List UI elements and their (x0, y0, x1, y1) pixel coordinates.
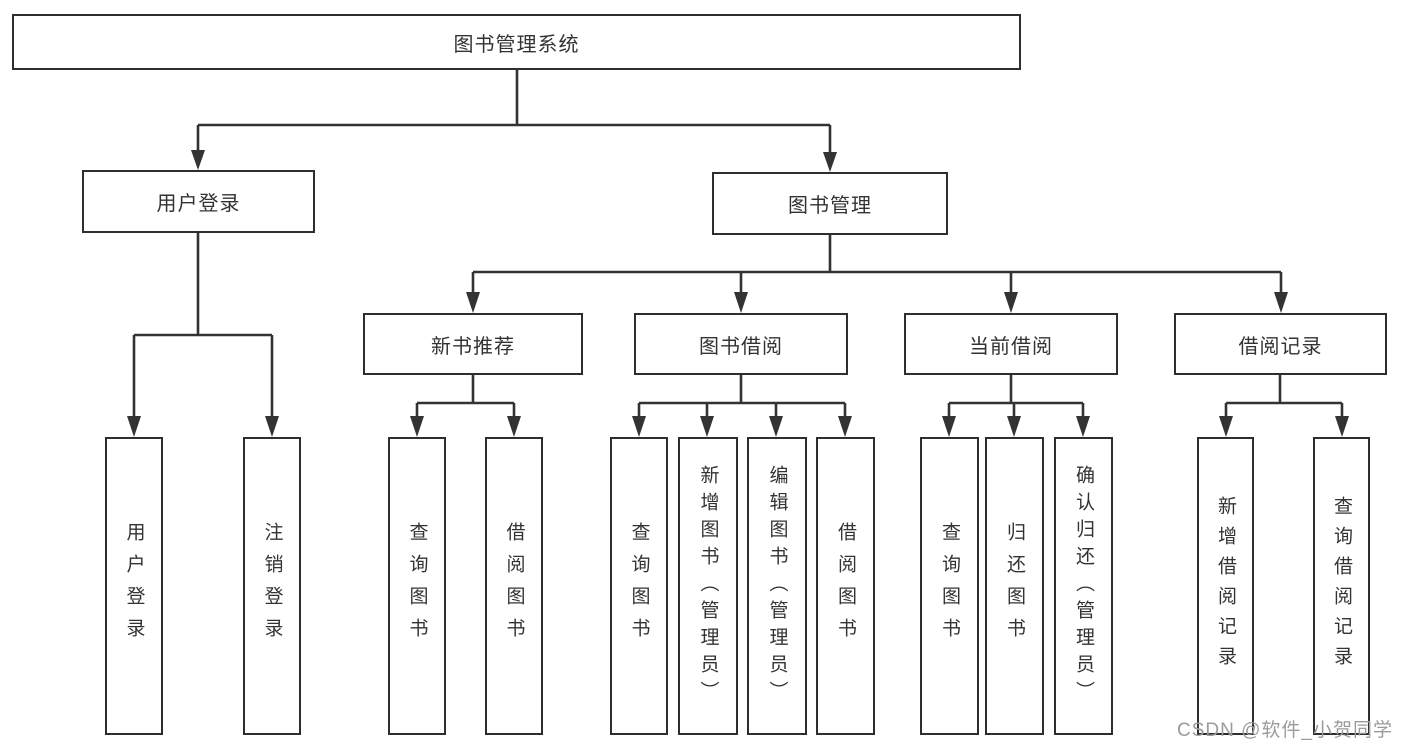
node-new-book: 新书推荐 (363, 313, 583, 375)
node-edit-book: 编辑图书（管理员） (747, 437, 807, 735)
node-current-borrow: 当前借阅 (904, 313, 1118, 375)
node-label: 借阅记录 (1238, 335, 1323, 358)
node-logout-leaf: 注销登录 (243, 437, 301, 735)
node-add-borrow-record: 新增借阅记录 (1197, 437, 1254, 735)
node-label: 确认归还（管理员） (1073, 464, 1094, 708)
node-label: 借阅图书 (835, 522, 856, 650)
node-login-leaf: 用户登录 (105, 437, 163, 735)
node-label: 用户登录 (123, 522, 145, 650)
node-confirm-return: 确认归还（管理员） (1054, 437, 1113, 735)
node-borrow-record: 借阅记录 (1174, 313, 1387, 375)
node-label: 图书管理 (788, 195, 872, 217)
node-query-book-1: 查询图书 (388, 437, 446, 735)
node-query-book-2: 查询图书 (610, 437, 668, 735)
node-return-book: 归还图书 (985, 437, 1044, 735)
node-add-book: 新增图书（管理员） (678, 437, 738, 735)
node-label: 编辑图书（管理员） (766, 464, 788, 708)
node-label: 查询图书 (628, 522, 650, 650)
node-label: 新增借阅记录 (1215, 496, 1236, 676)
node-user-login: 用户登录 (82, 170, 315, 233)
node-label: 用户登录 (156, 193, 241, 215)
node-borrow-book-2: 借阅图书 (816, 437, 875, 735)
node-label: 查询借阅记录 (1331, 496, 1352, 676)
node-book-borrow: 图书借阅 (634, 313, 848, 375)
node-label: 新增图书（管理员） (697, 464, 719, 708)
node-query-borrow-record: 查询借阅记录 (1313, 437, 1370, 735)
csdn-watermark: CSDN @软件_小贺同学 (1177, 720, 1393, 741)
node-label: 注销登录 (261, 522, 283, 650)
node-query-book-3: 查询图书 (920, 437, 979, 735)
node-label: 借阅图书 (503, 522, 525, 650)
node-root: 图书管理系统 (12, 14, 1021, 70)
node-label: 图书管理系统 (453, 33, 580, 56)
node-label: 归还图书 (1004, 522, 1025, 650)
node-label: 当前借阅 (969, 335, 1053, 358)
node-label: 图书借阅 (699, 335, 783, 358)
node-label: 新书推荐 (431, 335, 515, 358)
node-book-mgmt: 图书管理 (712, 172, 948, 235)
node-label: 查询图书 (939, 522, 960, 650)
node-borrow-book-1: 借阅图书 (485, 437, 543, 735)
node-label: 查询图书 (406, 522, 428, 650)
